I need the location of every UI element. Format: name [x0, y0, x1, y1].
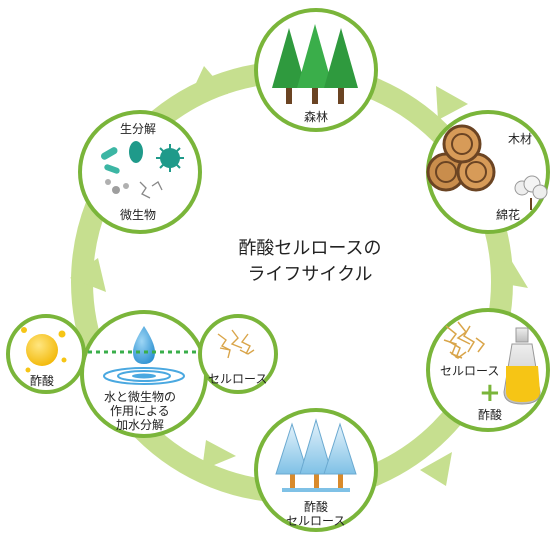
- biodegradation-label: 生分解: [120, 122, 157, 136]
- biodegradation-node: [78, 110, 202, 234]
- tree-icon: [272, 24, 358, 104]
- hydrolysis-label-2: 作用による: [110, 404, 170, 418]
- bacteria-icon: [100, 141, 184, 199]
- microbe-label: 微生物: [120, 208, 157, 222]
- arrow-head-6: [190, 66, 228, 96]
- acetic-small-node: [6, 314, 86, 394]
- water-drop-icon: [103, 326, 185, 385]
- arrow-head-3: [420, 452, 452, 486]
- hydrolysis-label-1: 水と微生物の: [104, 390, 177, 404]
- plus-sign: +: [479, 378, 501, 408]
- cellulose-small-label: セルロース: [208, 372, 268, 386]
- title-line-1: 酢酸セルロースの: [238, 238, 382, 259]
- arrow-head-2: [494, 255, 528, 288]
- cellulose-acetic-node: [426, 308, 550, 432]
- cellulose-acetate-node: [254, 408, 378, 532]
- hydrolysis-node: [66, 310, 220, 438]
- arrow-head-1: [436, 86, 468, 120]
- wood-label: 木材: [508, 132, 533, 146]
- acetic-acid-label: 酢酸: [478, 408, 503, 422]
- log-icon: [426, 124, 496, 192]
- acid-drop-icon: [21, 327, 67, 373]
- cotton-icon: [514, 175, 548, 210]
- title-line-2: ライフサイクル: [247, 264, 373, 285]
- bottle-icon: [503, 327, 541, 405]
- arrow-head-5: [70, 258, 106, 292]
- cotton-label: 綿花: [496, 208, 521, 222]
- acetic-small-label: 酢酸: [30, 374, 55, 388]
- cellulose-acetate-label-1: 酢酸: [304, 500, 329, 514]
- diagram-title: 酢酸セルロースの ライフサイクル: [200, 236, 420, 288]
- forest-node: [254, 8, 378, 132]
- wood-node: [426, 110, 550, 234]
- fiber-small-icon: [217, 329, 255, 359]
- processed-tree-icon: [275, 418, 357, 492]
- cellulose-small-node: [198, 314, 278, 394]
- forest-label: 森林: [304, 110, 329, 124]
- cellulose-label: セルロース: [440, 364, 500, 378]
- cellulose-acetate-label-2: セルロース: [286, 514, 346, 528]
- fiber-icon: [443, 321, 486, 359]
- arrow-head-4: [202, 440, 236, 470]
- hydrolysis-label-3: 加水分解: [116, 418, 165, 432]
